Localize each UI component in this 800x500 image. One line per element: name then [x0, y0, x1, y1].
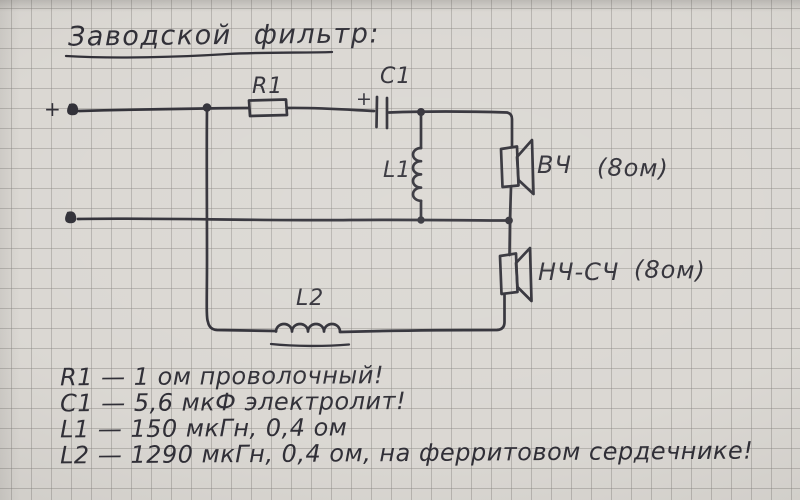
component-notes: R1 — 1 ом проволочный! C1 — 5,6 мкФ элек… — [59, 361, 754, 470]
speaker-lfmf-label: НЧ-СЧ — [538, 258, 620, 286]
inductor-l2-label: L2 — [296, 286, 325, 311]
wire-c1-to-hf — [387, 110, 514, 148]
wire-middle — [76, 217, 510, 222]
junction-dot — [417, 216, 425, 224]
speaker-hf-label: ВЧ — [537, 151, 572, 179]
input-plus-sign: + — [44, 97, 62, 121]
capacitor-polarity-sign: + — [356, 88, 373, 110]
capacitor-c1-icon — [375, 95, 389, 130]
title-underline — [64, 50, 334, 59]
terminal-plus-icon — [67, 103, 79, 116]
inductor-l1-label: L1 — [383, 158, 412, 183]
speaker-lfmf-impedance: (8ом) — [633, 255, 707, 285]
wire-bottom-right — [338, 293, 506, 334]
wire-left-branch — [205, 107, 278, 333]
inductor-l1-icon — [411, 110, 423, 221]
page-title: Заводской фильтр: — [67, 18, 381, 53]
speaker-hf-impedance: (8ом) — [596, 153, 670, 183]
speaker-lfmf-icon — [498, 219, 533, 303]
resistor-label: R1 — [252, 74, 284, 99]
capacitor-label: C1 — [380, 64, 412, 89]
ferrite-core-line — [269, 342, 351, 348]
terminal-minus-icon — [65, 211, 77, 224]
resistor-r1-icon — [247, 98, 289, 118]
wire-top-left — [77, 106, 251, 113]
inductor-l2-icon — [269, 322, 351, 348]
wire-r1-c1 — [285, 106, 376, 113]
note-l2: L2 — 1290 мкГн, 0,4 ом, на ферритовом се… — [59, 436, 754, 470]
speaker-hf-icon — [499, 138, 535, 221]
